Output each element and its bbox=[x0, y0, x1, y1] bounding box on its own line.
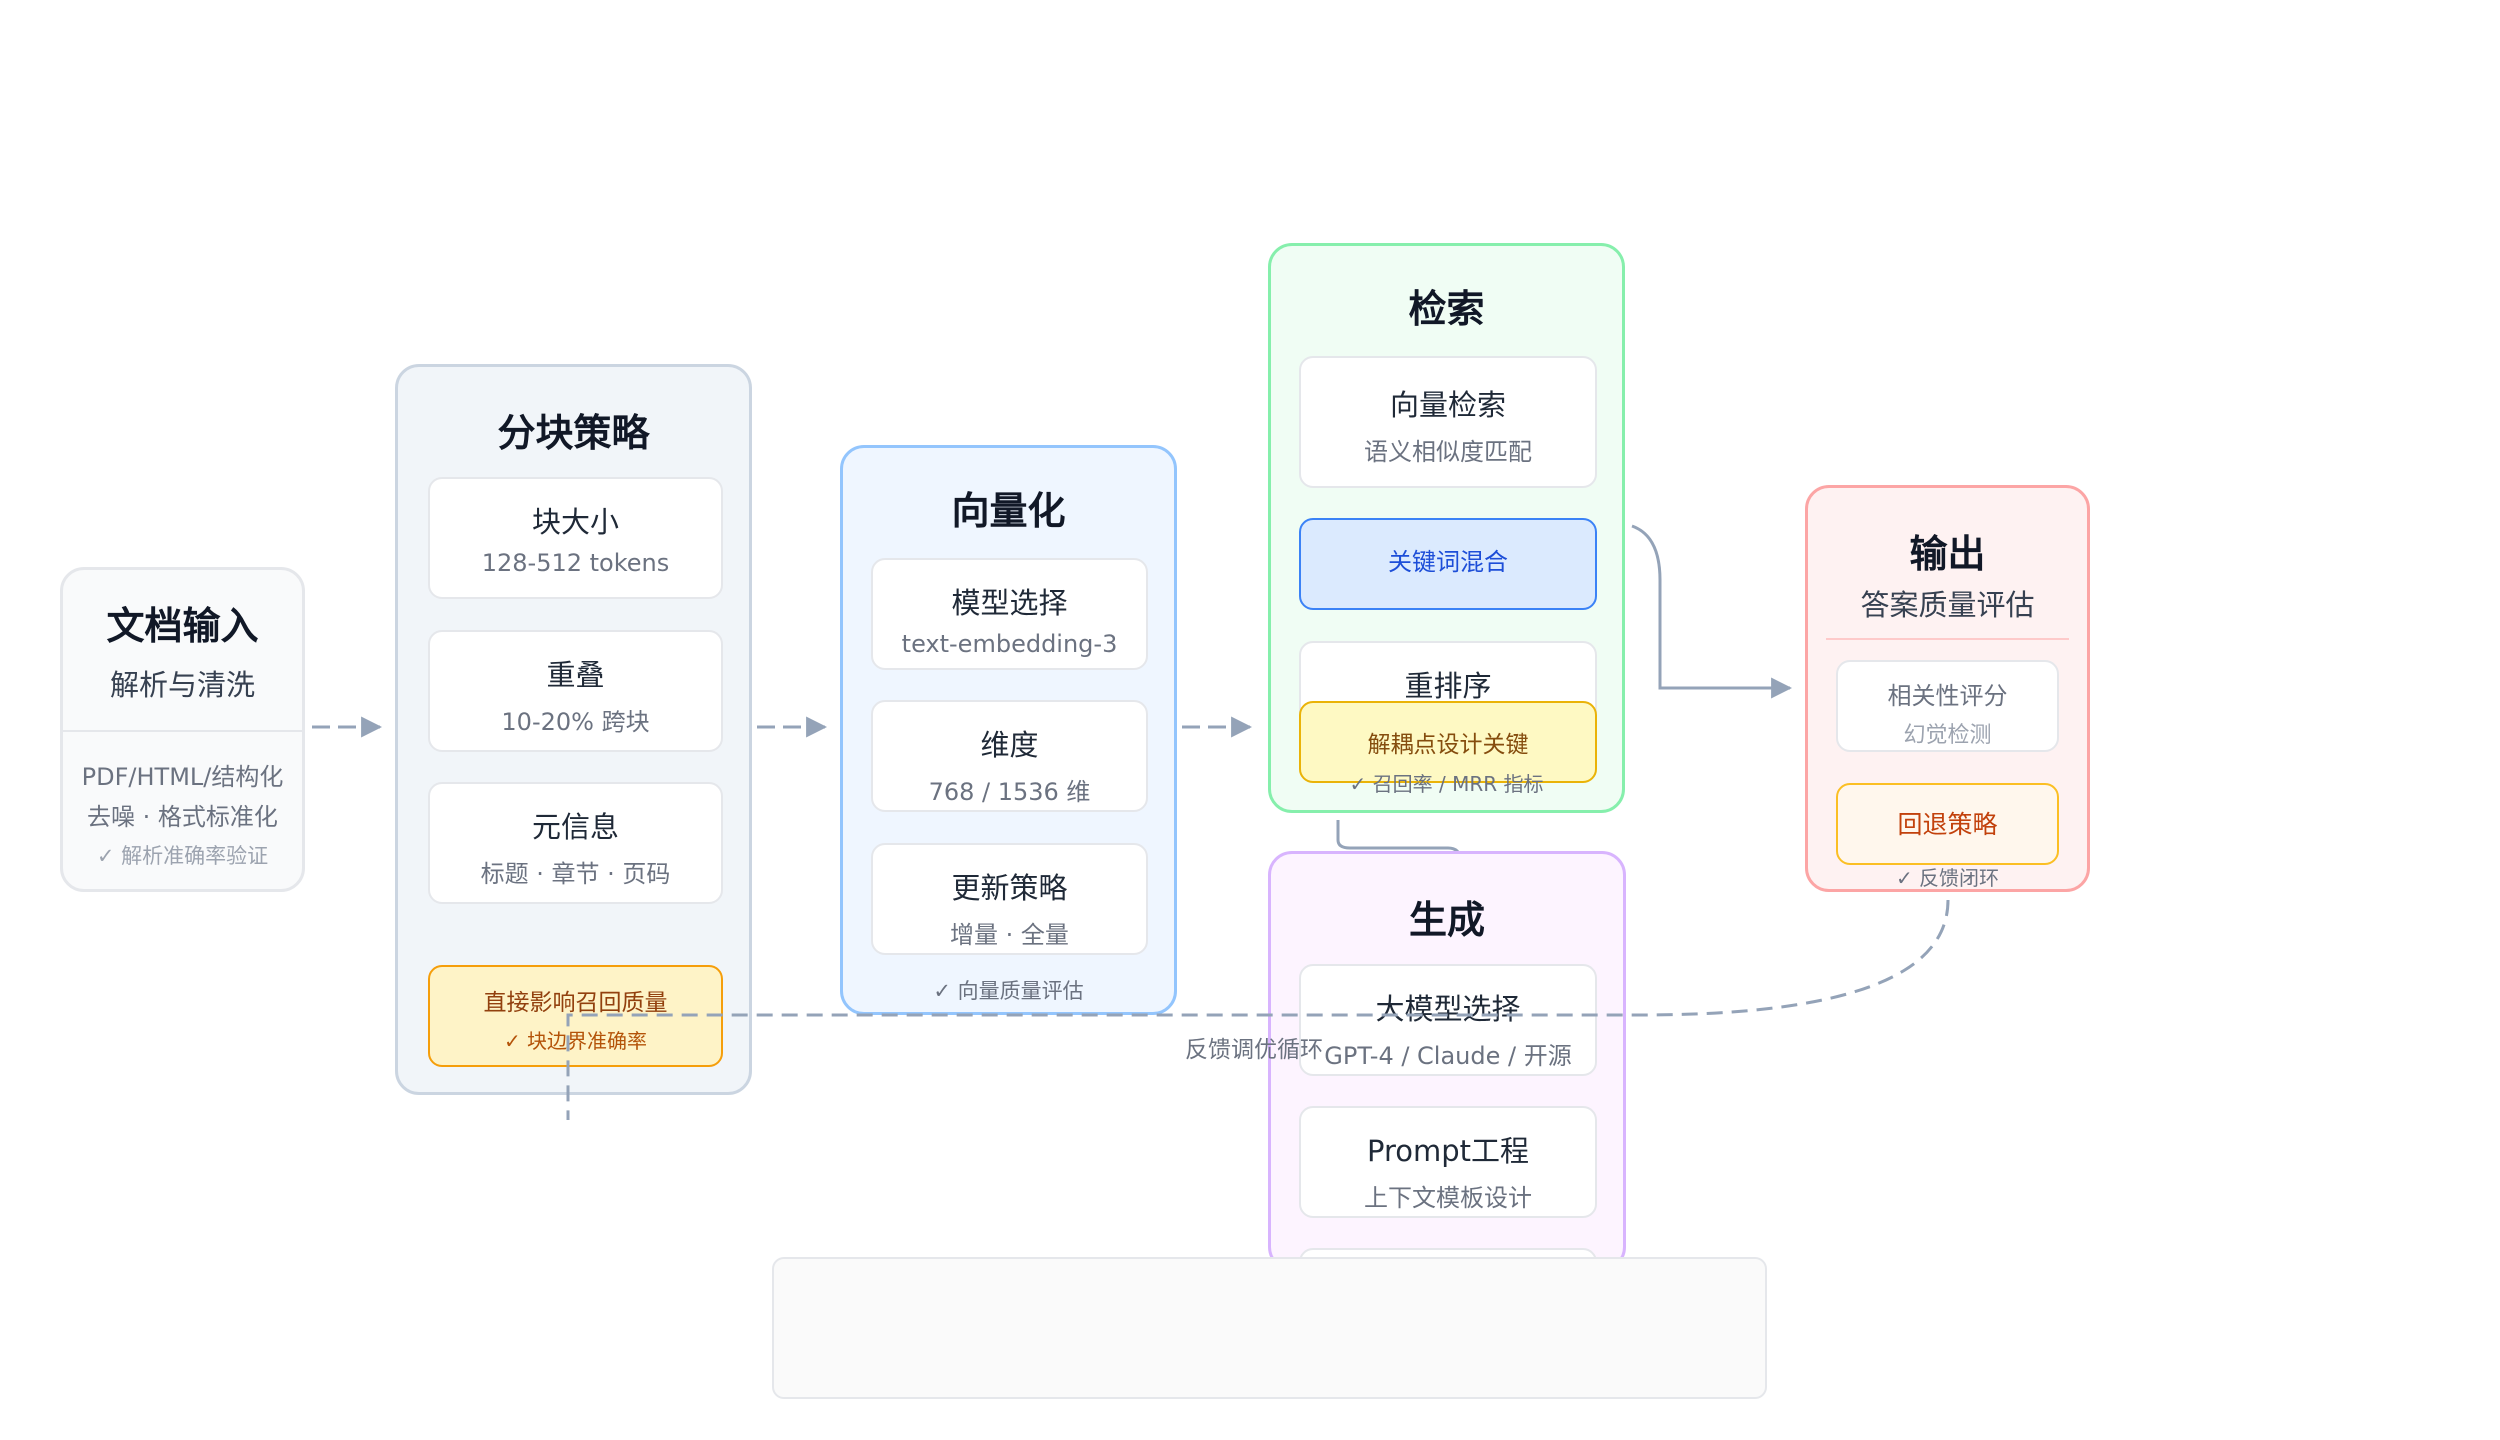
update-strategy-label: 更新策略 bbox=[951, 871, 1068, 905]
input-subtitle: 解析与清洗 bbox=[109, 668, 255, 702]
dimension-label: 维度 bbox=[980, 728, 1039, 762]
embedding-model-label: 模型选择 bbox=[951, 586, 1068, 620]
vector-search-label: 向量检索 bbox=[1389, 388, 1506, 422]
chunk-overlap-value: 10-20% 跨块 bbox=[501, 708, 650, 736]
input-check-note: ✓ 解析准确率验证 bbox=[96, 844, 269, 868]
prompt-engineering-label: Prompt工程 bbox=[1366, 1134, 1530, 1168]
decoupling-highlight-card: 解耦点设计关键 bbox=[1299, 701, 1597, 783]
chunk-overlap-label: 重叠 bbox=[546, 658, 605, 692]
keyword-hybrid-label: 关键词混合 bbox=[1388, 548, 1508, 576]
rerank-label: 重排序 bbox=[1404, 669, 1492, 703]
llm-choice-label: 大模型选择 bbox=[1375, 992, 1521, 1026]
output-divider bbox=[1826, 638, 2069, 640]
vectorize-check-note: ✓ 向量质量评估 bbox=[933, 979, 1084, 1003]
input-title: 文档输入 bbox=[106, 604, 259, 648]
vector-search-value: 语义相似度匹配 bbox=[1364, 438, 1532, 466]
vectorize-title: 向量化 bbox=[951, 489, 1066, 533]
retrieval-title: 检索 bbox=[1408, 287, 1485, 331]
chunking-highlight-note: ✓ 块边界准确率 bbox=[503, 1029, 648, 1053]
stage-vectorize: 向量化 模型选择 text-embedding-3 维度 768 / 1536 … bbox=[840, 445, 1177, 1015]
bottom-panel bbox=[772, 1257, 1767, 1399]
chunk-metadata-value: 标题 · 章节 · 页码 bbox=[480, 860, 671, 888]
chunking-title: 分块策略 bbox=[497, 411, 650, 455]
decoupling-highlight-label: 解耦点设计关键 bbox=[1367, 732, 1529, 758]
stage-document-input: 文档输入 解析与清洗 PDF/HTML/结构化 去噪 · 格式标准化 ✓ 解析准… bbox=[60, 567, 305, 892]
output-check-note: ✓ 反馈闭环 bbox=[1895, 866, 2000, 890]
input-clean-text: 去噪 · 格式标准化 bbox=[87, 803, 278, 831]
fallback-strategy-label: 回退策略 bbox=[1897, 810, 1998, 839]
hallucination-detection-label: 幻觉检测 bbox=[1903, 723, 1992, 748]
chunk-metadata-card: 元信息 标题 · 章节 · 页码 bbox=[428, 782, 723, 904]
input-format-text: PDF/HTML/结构化 bbox=[81, 763, 284, 791]
arrow-retrieval-to-output bbox=[1631, 524, 1793, 699]
retrieval-check-note: ✓ 召回率 / MRR 指标 bbox=[1349, 772, 1544, 796]
output-subtitle: 答案质量评估 bbox=[1860, 588, 2035, 622]
chunk-size-label: 块大小 bbox=[531, 505, 619, 539]
feedback-loop-label: 反馈调优循环 bbox=[1185, 1037, 1323, 1063]
input-divider bbox=[63, 730, 302, 732]
relevance-score-label: 相关性评分 bbox=[1887, 682, 2008, 710]
update-strategy-card: 更新策略 增量 · 全量 bbox=[871, 843, 1148, 955]
embedding-model-value: text-embedding-3 bbox=[901, 630, 1118, 658]
chunking-highlight-title: 直接影响召回质量 bbox=[483, 990, 668, 1016]
keyword-hybrid-card: 关键词混合 bbox=[1299, 518, 1597, 610]
chunking-highlight-card: 直接影响召回质量 ✓ 块边界准确率 bbox=[428, 965, 723, 1067]
stage-chunking: 分块策略 块大小 128-512 tokens 重叠 10-20% 跨块 元信息… bbox=[395, 364, 752, 1095]
embedding-model-card: 模型选择 text-embedding-3 bbox=[871, 558, 1148, 670]
vector-search-card: 向量检索 语义相似度匹配 bbox=[1299, 356, 1597, 488]
prompt-engineering-value: 上下文模板设计 bbox=[1364, 1184, 1532, 1212]
llm-choice-value: GPT-4 / Claude / 开源 bbox=[1324, 1042, 1572, 1070]
chunk-size-value: 128-512 tokens bbox=[481, 549, 670, 577]
generation-title: 生成 bbox=[1408, 898, 1485, 942]
chunk-size-card: 块大小 128-512 tokens bbox=[428, 477, 723, 599]
chunk-metadata-label: 元信息 bbox=[531, 810, 619, 844]
output-title: 输出 bbox=[1909, 532, 1986, 576]
relevance-score-card: 相关性评分 幻觉检测 bbox=[1836, 660, 2059, 752]
stage-output: 输出 答案质量评估 相关性评分 幻觉检测 回退策略 ✓ 反馈闭环 bbox=[1805, 485, 2090, 892]
llm-choice-card: 大模型选择 GPT-4 / Claude / 开源 bbox=[1299, 964, 1597, 1076]
update-strategy-value: 增量 · 全量 bbox=[950, 921, 1069, 949]
chunk-overlap-card: 重叠 10-20% 跨块 bbox=[428, 630, 723, 752]
stage-retrieval: 检索 向量检索 语义相似度匹配 关键词混合 重排序 解耦点设计关键 ✓ 召回率 … bbox=[1268, 243, 1625, 813]
prompt-engineering-card: Prompt工程 上下文模板设计 bbox=[1299, 1106, 1597, 1218]
dimension-card: 维度 768 / 1536 维 bbox=[871, 700, 1148, 812]
dimension-value: 768 / 1536 维 bbox=[928, 778, 1091, 806]
fallback-strategy-card: 回退策略 bbox=[1836, 783, 2059, 865]
